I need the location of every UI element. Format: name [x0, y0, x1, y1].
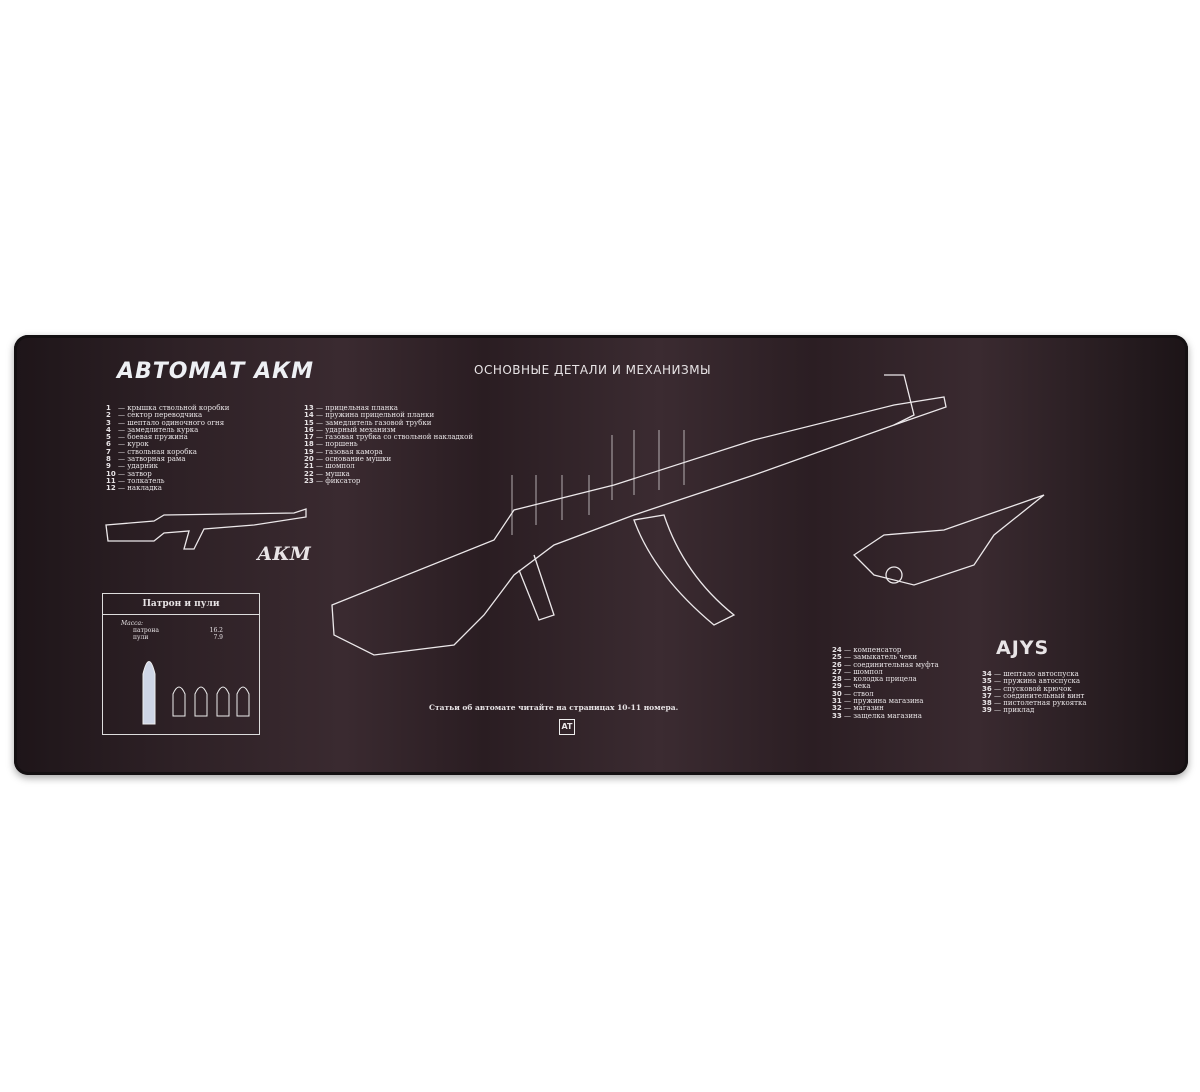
legend-item: 17— газовая трубка со ствольной накладко… — [304, 433, 474, 442]
publisher-logo: AT — [559, 719, 575, 735]
mass-label: Масса: — [121, 620, 144, 627]
mat-subtitle: ОСНОВНЫЕ ДЕТАЛИ И МЕХАНИЗМЫ — [474, 363, 712, 377]
legend-item: 24— компенсатор — [832, 646, 902, 654]
legend-item: 21— шомпол — [304, 462, 355, 471]
legend-item: 32— магазин — [832, 704, 884, 713]
legend-item: 19— газовая камора — [304, 447, 383, 456]
legend-item: 23— фиксатор — [304, 476, 361, 485]
legend-item: 37— соединительный винт — [982, 691, 1085, 700]
legend-item: 4— замедлитель курка — [106, 425, 199, 434]
model-label: АКМ — [257, 543, 311, 565]
legend-item: 16— ударный механизм — [304, 425, 396, 434]
legend-item: 3— шептало одиночного огня — [106, 418, 225, 427]
legend-item: 8— затворная рама — [106, 455, 186, 464]
legend-item: 13— прицельная планка — [304, 404, 398, 412]
cartridge-drawing — [142, 661, 250, 725]
legend-item: 12— накладка — [106, 484, 162, 493]
legend-item: 39— приклад — [982, 706, 1035, 715]
legend-item: 18— поршень — [304, 440, 358, 449]
mouse-mat: АВТОМАТ АКМ ОСНОВНЫЕ ДЕТАЛИ И МЕХАНИЗМЫ … — [14, 335, 1188, 775]
legend-item: 20— основание мушки — [304, 455, 392, 464]
footer-note: Статьи об автомате читайте на страницах … — [429, 703, 679, 712]
legend-item: 31— пружина магазина — [832, 697, 924, 706]
legend-item: 7— ствольная коробка — [106, 447, 197, 456]
mat-title: АВТОМАТ АКМ — [117, 359, 314, 384]
legend-item: 29— чека — [832, 682, 871, 691]
legend-item: 34— шептало автоспуска — [982, 670, 1079, 678]
legend-item: 35— пружина автоспуска — [982, 677, 1081, 686]
legend-item: 26— соединительная муфта — [832, 660, 939, 669]
legend-item: 22— мушка — [304, 469, 350, 478]
legend-item: 25— замыкатель чеки — [832, 653, 918, 662]
legend-item: 28— колодка прицела — [832, 675, 917, 684]
legend-item: 33— защелка магазина — [832, 711, 922, 720]
legend-item: 30— ствол — [832, 689, 874, 698]
small-rifle-icon — [105, 508, 307, 550]
legend-item: 6— курок — [106, 440, 149, 449]
legend-item: 14— пружина прицельной планки — [304, 411, 435, 420]
legend-item: 10— затвор — [106, 469, 152, 478]
exploded-rifle-drawing — [331, 374, 1045, 656]
cartridge-box-title: Патрон и пули — [103, 594, 259, 615]
legend-item: 11— толкатель — [106, 476, 165, 485]
legend-item: 9— ударник — [106, 462, 159, 471]
legend-item: 1— крышка ствольной коробки — [106, 404, 230, 412]
legend-item: 27— шомпол — [832, 667, 883, 676]
brand-label: AJYS — [996, 637, 1050, 659]
legend-item: 2— сектор переводчика — [106, 411, 203, 420]
legend-item: 5— боевая пружина — [106, 433, 188, 442]
legend-item: 36— спусковой крючок — [982, 684, 1072, 693]
rifle-diagram — [105, 374, 1045, 656]
legend-item: 15— замедлитель газовой трубки — [304, 418, 432, 427]
legend-item: 38— пистолетная рукоятка — [982, 699, 1087, 708]
